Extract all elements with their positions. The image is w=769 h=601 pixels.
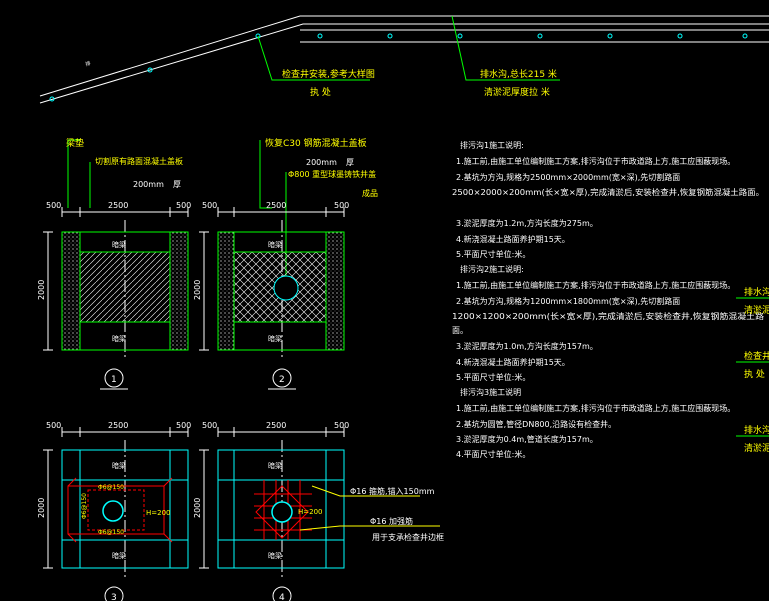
right-label-2: 检查井 <box>744 350 769 362</box>
fig2-dim-mid: 2500 <box>266 201 286 210</box>
fig3-rebar-top: Φ6@150 <box>98 484 124 491</box>
fig4-dim-mid: 2500 <box>266 421 286 430</box>
notes-1-1: 1.施工前,由施工单位编制施工方案,排污沟位于市政道路上方,施工应围蔽现场。 <box>456 156 735 166</box>
fig2-bottom-beam: 暗梁 <box>268 334 282 343</box>
fig2-thickness-unit: 厚 <box>346 158 354 167</box>
fig3-rebar-left: Φ6@150 <box>81 493 88 519</box>
right-label-3: 排水沟 <box>744 424 769 436</box>
figure-4: 500 2500 500 暗梁 暗梁 H=200 Φ16 箍筋,锚入150mm … <box>193 421 444 601</box>
fig3-dim-mid: 2500 <box>108 421 128 430</box>
fig2-pipe-label: Φ800 重型球墨铸铁井盖 <box>288 169 376 179</box>
drain-label: 排水沟,总长215 米 <box>480 68 557 80</box>
fig4-dim-height: 2000 <box>193 498 202 518</box>
fig3-height-note: H=200 <box>146 509 171 517</box>
notes-heading-3: 排污沟3施工说明 <box>460 387 521 397</box>
fig1-dim-right: 500 <box>176 201 191 210</box>
construction-notes: 排污沟1施工说明: 1.施工前,由施工单位编制施工方案,排污沟位于市政道路上方,… <box>452 140 764 459</box>
right-label-3b: 清淤泥 <box>744 442 769 454</box>
drain-sub-label: 清淤泥厚度拉 米 <box>484 86 550 98</box>
fig2-thickness: 200mm <box>306 158 337 167</box>
fig4-number: 4 <box>279 593 285 601</box>
figure-1: 梁垫 切割原有路面混凝土盖板 200mm 厚 500 2500 500 暗梁 暗… <box>37 137 191 390</box>
fig2-dim-height: 2000 <box>193 280 202 300</box>
fig4-bottom-beam: 暗梁 <box>268 551 282 560</box>
notes-2-3: 1200×1200×200mm(长×宽×厚),完成清淤后,安装检查井,恢复钢筋混… <box>452 311 764 321</box>
fig3-dim-right: 500 <box>176 421 191 430</box>
notes-2-4: 3.淤泥厚度为1.0m,方沟长度为157m。 <box>456 341 598 351</box>
fig4-dim-left: 500 <box>202 421 217 430</box>
fig2-dim-right: 500 <box>334 201 349 210</box>
notes-1-4: 3.淤泥厚度为1.2m,方沟长度为275m。 <box>456 218 598 228</box>
right-edge-labels: 排水沟 清淤泥 检查井 执 处 排水沟 清淤泥 <box>736 286 769 454</box>
notes-3-2: 2.基坑为圆管,管径DN800,沿路设有检查井。 <box>456 419 616 429</box>
fig1-cut-callout: 切割原有路面混凝土盖板 <box>95 156 183 166</box>
fig2-finish: 成品 <box>362 188 378 198</box>
fig4-top-beam: 暗梁 <box>268 461 282 470</box>
notes-1-3: 2500×2000×200mm(长×宽×厚),完成清淤后,安装检查井,恢复钢筋混… <box>452 187 764 197</box>
fig1-thickness: 200mm <box>133 180 164 189</box>
fig2-dim-left: 500 <box>202 201 217 210</box>
fig3-top-beam: 暗梁 <box>112 461 126 470</box>
right-label-2b: 执 处 <box>744 368 765 380</box>
small-pipe-label: 排 <box>85 60 92 68</box>
fig1-dim-left: 500 <box>46 201 61 210</box>
notes-2-2: 2.基坑为方沟,规格为1200mm×1800mm(宽×深),先切割路面 <box>456 296 680 306</box>
fig1-slab-callout: 梁垫 <box>66 137 84 149</box>
fig3-number: 3 <box>111 593 117 601</box>
right-label-1b: 清淤泥 <box>744 304 769 316</box>
fig1-dim-mid: 2500 <box>108 201 128 210</box>
fig1-top-beam: 暗梁 <box>112 240 126 249</box>
notes-heading-2: 排污沟2施工说明: <box>460 264 524 274</box>
top-pipeline: 排 检查井安装,参考大样图 执 处 排水沟,总长215 米 清淤泥厚度拉 米 <box>39 15 769 104</box>
fig1-dim-height: 2000 <box>37 280 46 300</box>
fig1-thickness-unit: 厚 <box>173 180 181 189</box>
right-label-1: 排水沟 <box>744 286 769 298</box>
fig2-number: 2 <box>279 375 285 385</box>
notes-3-3: 3.淤泥厚度为0.4m,管道长度为157m。 <box>456 434 598 444</box>
fig2-top-beam: 暗梁 <box>268 240 282 249</box>
fig2-restore-callout: 恢复C30 钢筋混凝土盖板 <box>265 137 367 149</box>
notes-1-2: 2.基坑为方沟,规格为2500mm×2000mm(宽×深),先切割路面 <box>456 172 680 182</box>
notes-heading-1: 排污沟1施工说明: <box>460 140 524 150</box>
fig4-bar1-callout: Φ16 箍筋,锚入150mm <box>350 486 435 496</box>
fig4-bar2-sub: 用于支承检查井边框 <box>372 532 444 542</box>
notes-1-6: 5.平面尺寸单位:米。 <box>456 249 530 259</box>
inspection-sub-label: 执 处 <box>310 86 331 98</box>
notes-2-6: 5.平面尺寸单位:米。 <box>456 372 530 382</box>
fig1-bottom-beam: 暗梁 <box>112 334 126 343</box>
fig3-dim-height: 2000 <box>37 498 46 518</box>
fig3-bottom-beam: 暗梁 <box>112 551 126 560</box>
fig1-number: 1 <box>111 375 117 385</box>
fig4-height-note: H=200 <box>298 508 323 516</box>
figure-3: 500 2500 500 暗梁 暗梁 Φ6@150 Φ6@150 Φ6@150 … <box>37 421 191 601</box>
fig3-dim-left: 500 <box>46 421 61 430</box>
notes-2-3b: 面。 <box>452 326 468 335</box>
fig3-rebar-bottom: Φ6@150 <box>98 529 124 536</box>
notes-2-5: 4.新浇混凝土路面养护期15天。 <box>456 357 570 367</box>
notes-1-5: 4.新浇混凝土路面养护期15天。 <box>456 234 570 244</box>
notes-3-1: 1.施工前,由施工单位编制施工方案,排污沟位于市政道路上方,施工应围蔽现场。 <box>456 403 735 413</box>
figure-2: 恢复C30 钢筋混凝土盖板 200mm 厚 Φ800 重型球墨铸铁井盖 成品 5… <box>193 137 378 390</box>
notes-2-1: 1.施工前,由施工单位编制施工方案,排污沟位于市政道路上方,施工应围蔽现场。 <box>456 280 735 290</box>
fig4-bar2-callout: Φ16 加强筋 <box>370 516 413 526</box>
notes-3-4: 4.平面尺寸单位:米。 <box>456 449 530 459</box>
fig4-dim-right: 500 <box>334 421 349 430</box>
inspection-label: 检查井安装,参考大样图 <box>282 68 375 80</box>
